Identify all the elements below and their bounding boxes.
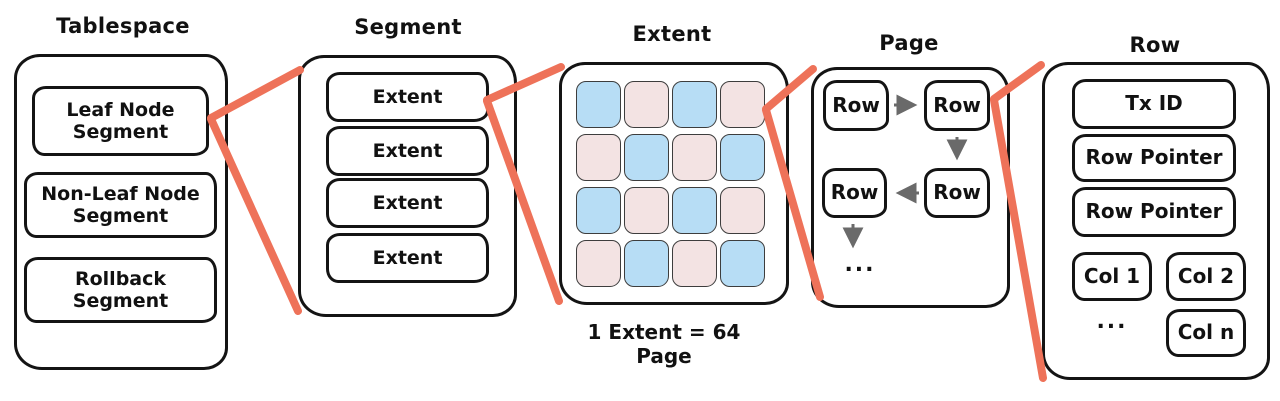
extent-box (559, 62, 789, 305)
page-cell-pink (672, 240, 717, 287)
extent-item-label: Extent (372, 139, 443, 162)
row-box: Tx ID Row Pointer Row Pointer Col 1 Col … (1042, 62, 1270, 380)
page-cell-blue (624, 240, 669, 287)
page-cell-pink (624, 187, 669, 234)
row-node-box: Row (924, 168, 990, 218)
page-cell-pink (720, 187, 765, 234)
row-node-box: Row (822, 168, 887, 218)
extent-item-label: Extent (372, 191, 443, 214)
page-cell-blue (720, 134, 765, 181)
extent-item-box: Extent (326, 126, 489, 176)
page-cell-blue (576, 81, 621, 128)
non-leaf-node-segment-label-line1: Non-Leaf Node (41, 182, 200, 205)
page-cell-blue (576, 187, 621, 234)
row-node-box: Row (823, 80, 889, 131)
col-1-box: Col 1 (1072, 252, 1152, 301)
row-ellipsis: ... (1096, 309, 1128, 334)
extent-item-label: Extent (372, 246, 443, 269)
row-node-label: Row (933, 180, 981, 205)
row-node-label: Row (832, 92, 880, 117)
page-ellipsis: ... (844, 252, 876, 277)
extent-title: Extent (632, 22, 712, 46)
row-node-label: Row (830, 180, 879, 205)
page-cell-pink (720, 81, 765, 128)
page-box: Row Row Row Row ... (811, 67, 1010, 308)
tx-id-box: Tx ID (1072, 79, 1236, 129)
row-node-box: Row (924, 80, 990, 131)
page-cell-blue (672, 187, 717, 234)
page-cell-pink (672, 134, 717, 181)
segment-title: Segment (354, 15, 462, 39)
pages-grid (576, 81, 765, 287)
tablespace-title: Tablespace (56, 14, 190, 38)
row-title: Row (1129, 33, 1181, 57)
leaf-node-segment-box: Leaf Node Segment (32, 86, 209, 156)
page-cell-pink (576, 134, 621, 181)
extent-item-box: Extent (326, 178, 489, 228)
rollback-segment-label-line1: Rollback (74, 267, 167, 290)
row-pointer-box: Row Pointer (1072, 134, 1236, 182)
leaf-node-segment-label-line1: Leaf Node (66, 98, 175, 121)
page-cell-blue (624, 134, 669, 181)
extent-item-box: Extent (326, 233, 489, 283)
row-pointer-label: Row Pointer (1085, 145, 1223, 170)
extent-caption: 1 Extent = 64 Page (587, 320, 741, 368)
segment-box: Extent Extent Extent Extent (298, 55, 517, 317)
col-n-label: Col n (1177, 320, 1235, 345)
page-cell-pink (624, 81, 669, 128)
extent-item-box: Extent (326, 72, 489, 122)
tx-id-label: Tx ID (1125, 91, 1183, 116)
col-n-box: Col n (1166, 309, 1246, 357)
rollback-segment-box: Rollback Segment (24, 257, 217, 323)
col-2-box: Col 2 (1166, 252, 1246, 301)
col-2-label: Col 2 (1177, 263, 1235, 288)
page-cell-blue (720, 240, 765, 287)
page-cell-pink (576, 240, 621, 287)
col-1-label: Col 1 (1083, 263, 1141, 288)
tablespace-box: Leaf Node Segment Non-Leaf Node Segment … (14, 54, 228, 370)
row-node-label: Row (933, 92, 981, 117)
leaf-node-segment-label-line2: Segment (72, 121, 169, 143)
page-title: Page (879, 31, 939, 55)
rollback-segment-label-line2: Segment (72, 290, 169, 312)
page-cell-blue (672, 81, 717, 128)
extent-item-label: Extent (372, 85, 443, 108)
non-leaf-node-segment-box: Non-Leaf Node Segment (24, 172, 217, 238)
row-pointer-box: Row Pointer (1072, 187, 1236, 237)
non-leaf-node-segment-label-line2: Segment (72, 205, 169, 227)
row-pointer-label: Row Pointer (1085, 199, 1223, 224)
